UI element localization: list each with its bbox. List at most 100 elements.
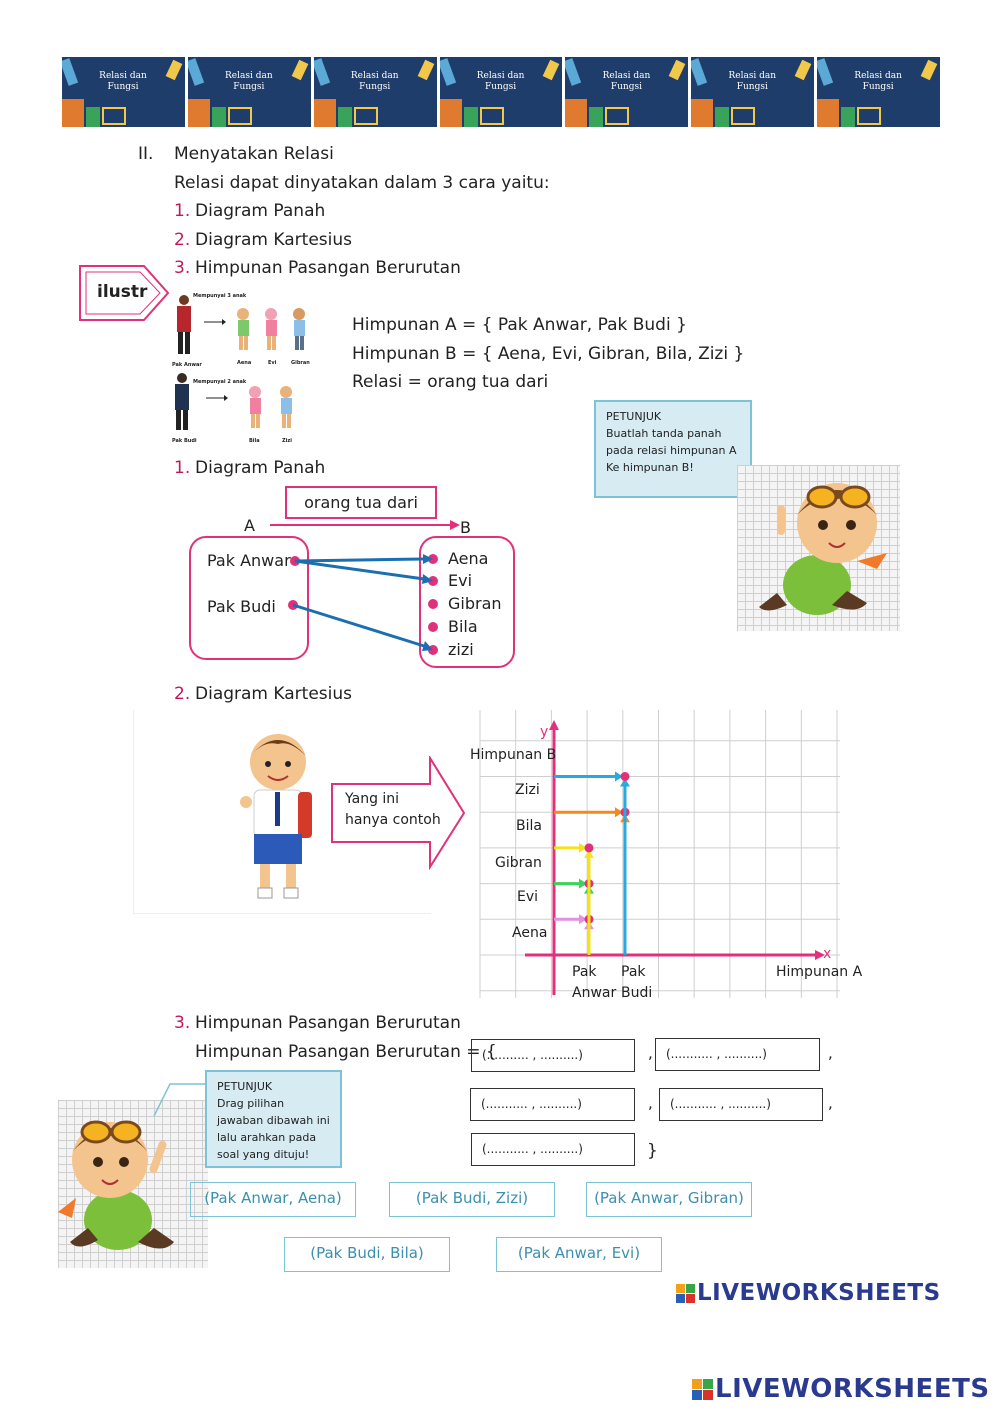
x-tick-label: Pak bbox=[572, 964, 597, 980]
banner-tile: Relasi dan Fungsi bbox=[62, 57, 185, 127]
boy-mascot-pointing-image bbox=[58, 1100, 208, 1268]
header-banner: Relasi dan Fungsi Relasi dan Fungsi Rela… bbox=[62, 57, 940, 127]
answer-drop-box[interactable]: (........... , ..........) bbox=[659, 1088, 823, 1121]
draggable-option[interactable]: (Pak Anwar, Evi) bbox=[496, 1237, 662, 1272]
cartesian-title: Diagram Kartesius bbox=[195, 683, 352, 705]
list-number: 1. bbox=[174, 200, 190, 222]
x-tick-label: Pak bbox=[621, 964, 646, 980]
brand-mark-icon bbox=[676, 1284, 695, 1303]
list-number: 2. bbox=[174, 229, 190, 251]
brand-logo-footer: LIVEWORKSHEETS bbox=[692, 1374, 990, 1404]
hint-box: PETUNJUK Drag pilihan jawaban dibawah in… bbox=[205, 1070, 342, 1168]
separator-comma: , bbox=[828, 1044, 833, 1062]
y-tick-label: Aena bbox=[512, 925, 547, 941]
set-b-member: zizi bbox=[448, 640, 474, 659]
y-tick-label: Zizi bbox=[515, 782, 540, 798]
ordered-pairs-title: Himpunan Pasangan Berurutan bbox=[195, 1012, 461, 1034]
draggable-option[interactable]: (Pak Budi, Bila) bbox=[284, 1237, 450, 1272]
callout-text: Yang ini hanya contoh bbox=[345, 789, 445, 831]
separator-comma: , bbox=[828, 1094, 833, 1112]
list-item: Diagram Kartesius bbox=[195, 229, 352, 251]
closing-brace: } bbox=[647, 1141, 658, 1161]
banner-tile: Relasi dan Fungsi bbox=[691, 57, 814, 127]
banner-tile: Relasi dan Fungsi bbox=[440, 57, 563, 127]
banner-title: Relasi dan Fungsi bbox=[340, 71, 410, 93]
family-figures-bottom bbox=[168, 372, 318, 436]
list-number: 2. bbox=[174, 683, 190, 705]
hint-body: Drag pilihan jawaban dibawah ini lalu ar… bbox=[217, 1095, 330, 1163]
list-item: Himpunan Pasangan Berurutan bbox=[195, 257, 461, 279]
set-a-member: Pak Anwar bbox=[207, 551, 291, 570]
answer-drop-box[interactable]: (........... , ..........) bbox=[471, 1133, 635, 1166]
list-number: 3. bbox=[174, 257, 190, 279]
draggable-option[interactable]: (Pak Anwar, Gibran) bbox=[586, 1182, 752, 1217]
schoolboy-image bbox=[230, 722, 320, 907]
brand-name: LIVEWORKSHEETS bbox=[697, 1280, 941, 1306]
banner-tile: Relasi dan Fungsi bbox=[188, 57, 311, 127]
answer-drop-box[interactable]: (........... , ..........) bbox=[470, 1088, 635, 1121]
banner-tile: Relasi dan Fungsi bbox=[565, 57, 688, 127]
hint-title: PETUNJUK bbox=[217, 1078, 330, 1095]
hint-box: PETUNJUK Buatlah tanda panah pada relasi… bbox=[594, 400, 752, 498]
person-label: Aena bbox=[237, 360, 251, 366]
separator-comma: , bbox=[648, 1094, 653, 1112]
set-b-member: Bila bbox=[448, 617, 478, 636]
banner-title: Relasi dan Fungsi bbox=[466, 71, 536, 93]
person-label: Evi bbox=[268, 360, 276, 366]
hint-title: PETUNJUK bbox=[606, 408, 740, 425]
separator-comma: , bbox=[648, 1044, 653, 1062]
list-number: 1. bbox=[174, 457, 190, 479]
arrow-diagram-title: Diagram Panah bbox=[195, 457, 325, 479]
set-b-member: Gibran bbox=[448, 594, 502, 613]
person-label: Pak Budi bbox=[172, 438, 197, 444]
y-tick-label: Evi bbox=[517, 889, 538, 905]
banner-tile: Relasi dan Fungsi bbox=[314, 57, 437, 127]
relation-definition: Relasi = orang tua dari bbox=[352, 371, 548, 393]
set-b-label: B bbox=[460, 518, 471, 537]
person-label: Pak Anwar bbox=[172, 362, 202, 368]
set-b-member: Aena bbox=[448, 549, 488, 568]
x-tick-label: Anwar bbox=[572, 985, 616, 1001]
y-axis-letter: y bbox=[540, 724, 548, 740]
section-number: II. bbox=[138, 143, 153, 165]
set-b-member: Evi bbox=[448, 571, 472, 590]
pair-point bbox=[585, 843, 594, 852]
list-number: 3. bbox=[174, 1012, 190, 1034]
answer-drop-box[interactable]: (........... , ..........) bbox=[655, 1038, 820, 1071]
banner-title: Relasi dan Fungsi bbox=[214, 71, 284, 93]
y-tick-label: Gibran bbox=[495, 855, 542, 871]
brand-mark-icon bbox=[692, 1379, 713, 1400]
banner-title: Relasi dan Fungsi bbox=[591, 71, 661, 93]
set-b-definition: Himpunan B = { Aena, Evi, Gibran, Bila, … bbox=[352, 343, 744, 365]
illustration-tag: ilustr bbox=[97, 282, 147, 302]
draggable-option[interactable]: (Pak Budi, Zizi) bbox=[389, 1182, 555, 1217]
banner-title: Relasi dan Fungsi bbox=[717, 71, 787, 93]
person-label: Bila bbox=[249, 438, 260, 444]
set-a-definition: Himpunan A = { Pak Anwar, Pak Budi } bbox=[352, 314, 687, 336]
pair-point bbox=[621, 772, 630, 781]
banner-tile: Relasi dan Fungsi bbox=[817, 57, 940, 127]
brand-name: LIVEWORKSHEETS bbox=[715, 1374, 990, 1404]
ordered-pairs-lead: Himpunan Pasangan Berurutan = { bbox=[195, 1041, 497, 1063]
boy-mascot-image bbox=[737, 465, 900, 631]
y-tick-label: Bila bbox=[516, 818, 542, 834]
answer-drop-box[interactable]: (........... , ..........) bbox=[471, 1039, 635, 1072]
brand-logo: LIVEWORKSHEETS bbox=[676, 1280, 941, 1306]
set-a-member: Pak Budi bbox=[207, 597, 276, 616]
section-intro: Relasi dapat dinyatakan dalam 3 cara yai… bbox=[174, 172, 550, 194]
person-label: Zizi bbox=[282, 438, 292, 444]
hint-pointer-line bbox=[150, 1080, 210, 1120]
x-tick-label: Budi bbox=[621, 985, 652, 1001]
draggable-option[interactable]: (Pak Anwar, Aena) bbox=[190, 1182, 356, 1217]
set-a-label: A bbox=[244, 516, 255, 535]
banner-title: Relasi dan Fungsi bbox=[843, 71, 913, 93]
hint-body: Buatlah tanda panah pada relasi himpunan… bbox=[606, 425, 740, 476]
x-axis-title: Himpunan A bbox=[776, 964, 862, 980]
y-axis-arrowhead bbox=[549, 720, 559, 730]
person-label: Gibran bbox=[291, 360, 310, 366]
y-axis-title: Himpunan B bbox=[470, 747, 556, 763]
list-item: Diagram Panah bbox=[195, 200, 325, 222]
section-heading: Menyatakan Relasi bbox=[174, 143, 334, 165]
x-axis-letter: x bbox=[823, 946, 831, 962]
banner-title: Relasi dan Fungsi bbox=[88, 71, 158, 93]
